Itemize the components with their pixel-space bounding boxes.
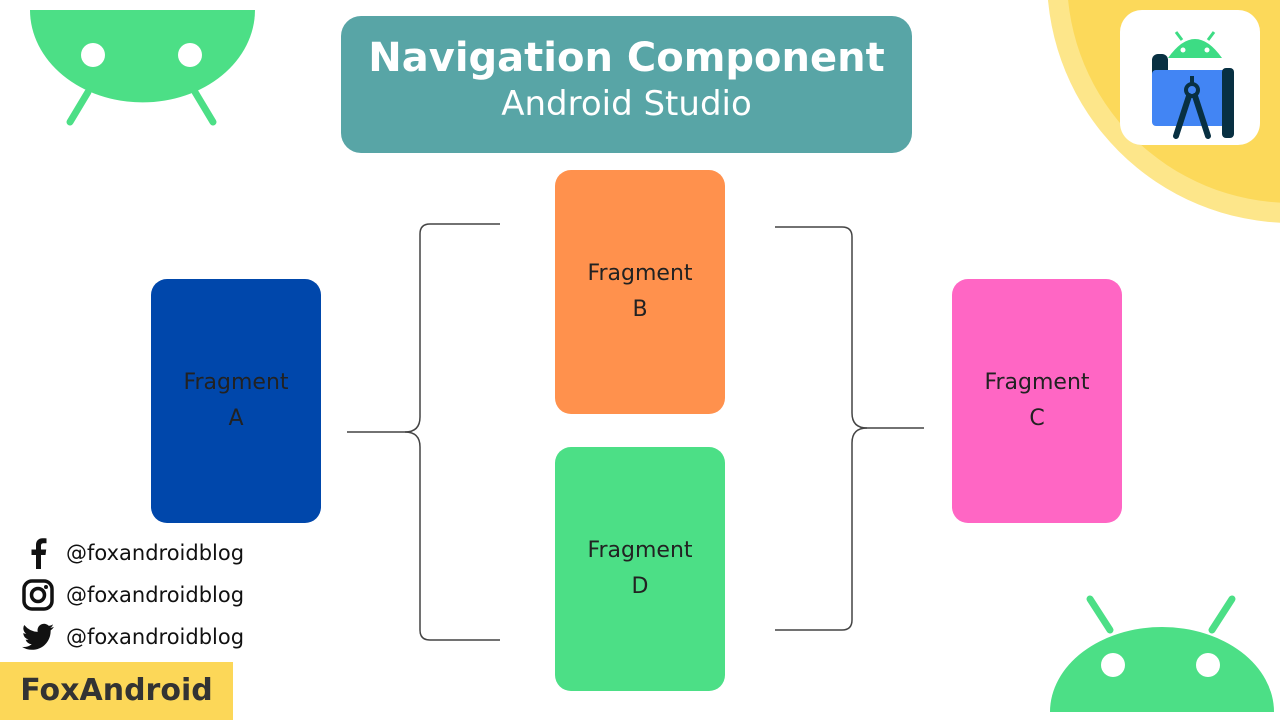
facebook-icon [20,537,56,569]
fragment-label: Fragment [183,370,289,395]
android-head-bottom-icon [1050,595,1274,712]
twitter-icon [20,621,56,653]
social-twitter: @foxandroidblog [20,621,244,653]
left-bracket-connector [347,223,500,641]
fragment-label: Fragment [587,538,693,563]
fragment-letter: D [631,574,649,599]
android-head-top-icon [30,10,255,126]
fragment-a-box: Fragment A [151,279,321,523]
page-subtitle: Android Studio [501,84,752,124]
brand-label: FoxAndroid [0,662,233,720]
fragment-label: Fragment [587,261,693,286]
fragment-letter: B [632,297,648,322]
fragment-label: Fragment [984,370,1090,395]
right-bracket-connector [775,226,924,631]
page-title: Navigation Component [368,35,885,81]
fragment-b-box: Fragment B [555,170,725,414]
instagram-icon [20,579,56,611]
social-instagram: @foxandroidblog [20,579,244,611]
title-banner: Navigation Component Android Studio [341,16,912,153]
fragment-letter: A [228,406,244,431]
fragment-d-box: Fragment D [555,447,725,691]
social-handle: @foxandroidblog [66,583,245,607]
social-handle: @foxandroidblog [66,625,245,649]
android-studio-logo [1120,10,1260,145]
fragment-letter: C [1029,406,1045,431]
social-handle: @foxandroidblog [66,541,245,565]
fragment-c-box: Fragment C [952,279,1122,523]
social-facebook: @foxandroidblog [20,537,244,569]
